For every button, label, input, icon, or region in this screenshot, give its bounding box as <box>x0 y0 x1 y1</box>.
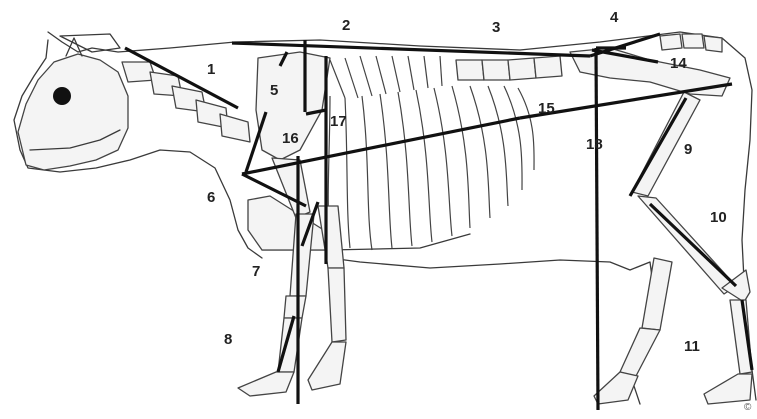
label-7: 7 <box>252 263 260 280</box>
neck-vertebrae <box>122 62 250 142</box>
hindleg-far <box>594 258 672 404</box>
label-11: 11 <box>684 338 700 355</box>
skull <box>18 54 128 170</box>
foreleg-near <box>238 158 314 396</box>
pointer-lines <box>125 34 752 410</box>
label-14: 14 <box>670 55 687 72</box>
pointer-line-18 <box>596 48 598 410</box>
label-5: 5 <box>270 82 278 99</box>
label-15: 15 <box>538 100 555 117</box>
label-4: 4 <box>610 9 619 26</box>
tail-vertebrae <box>660 34 722 52</box>
label-3: 3 <box>492 19 500 36</box>
label-8: 8 <box>224 331 232 348</box>
watermark-symbol: © <box>744 402 752 413</box>
label-10: 10 <box>710 209 727 226</box>
label-9: 9 <box>684 141 692 158</box>
label-17: 17 <box>330 113 347 130</box>
hindleg-near <box>632 92 752 404</box>
label-6: 6 <box>207 189 215 206</box>
label-1: 1 <box>207 61 215 78</box>
pointer-line-9 <box>630 98 686 196</box>
dorsal-spinous-processes <box>330 56 442 98</box>
label-16: 16 <box>282 130 299 147</box>
lumbar-vertebrae <box>456 56 562 80</box>
label-2: 2 <box>342 17 350 34</box>
eye-socket <box>53 87 71 105</box>
label-18: 18 <box>586 136 603 153</box>
